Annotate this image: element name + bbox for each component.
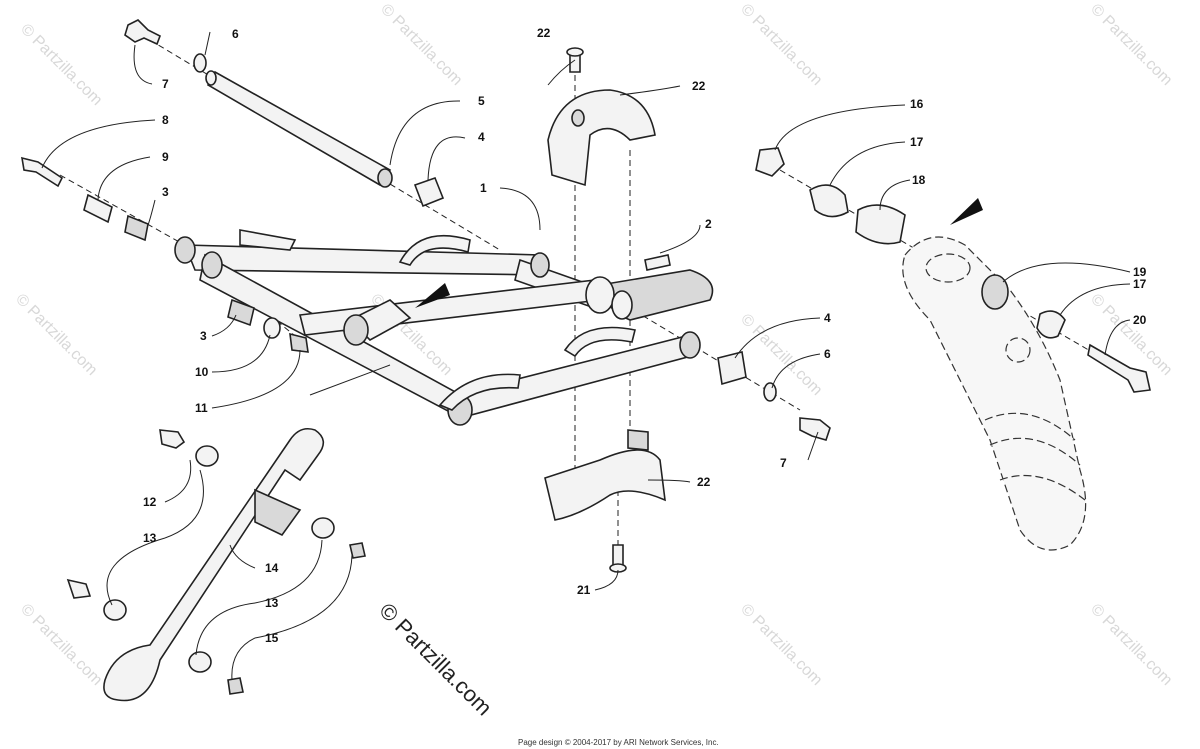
watermark-tile: © Partzilla.com [17,21,105,109]
callout-3: 3 [162,185,169,199]
callout-9: 9 [162,150,169,164]
watermark-tile: © Partzilla.com [17,601,105,689]
orientation-arrows [415,198,983,308]
callout-labels: 22 22 1 2 3 4 5 6 7 8 9 3 10 11 4 6 7 16… [143,26,1147,645]
watermark-tile: © Partzilla.com [737,601,825,689]
callout-2: 2 [705,217,712,231]
callout-3-lower: 3 [200,329,207,343]
callout-7-right: 7 [780,456,787,470]
callout-5: 5 [478,94,485,108]
partzilla-watermark: © Partzilla.com [374,598,497,721]
callout-18: 18 [912,173,926,187]
page-footer: Page design © 2004-2017 by ARI Network S… [518,738,719,747]
callout-12: 12 [143,495,157,509]
callout-7: 7 [162,77,169,91]
callout-4: 4 [478,130,485,144]
limiter-strap-hardware [66,427,366,702]
callout-6: 6 [232,27,239,41]
callout-15: 15 [265,631,279,645]
callout-17-right: 17 [1133,277,1147,291]
callout-11: 11 [195,401,208,415]
callout-6-right: 6 [824,347,831,361]
callout-21-lower: 21 [577,583,591,597]
callout-1: 1 [480,181,487,195]
watermark-tile: © Partzilla.com [12,291,100,379]
callout-22-lower: 22 [697,475,711,489]
callout-4-right: 4 [824,311,831,325]
watermark-tile: © Partzilla.com [377,1,465,89]
leader-lines [41,31,1131,681]
callout-21: 22 [537,26,551,40]
callout-17: 17 [910,135,924,149]
callout-8: 8 [162,113,169,127]
callout-13-lower: 13 [265,596,279,610]
callout-16: 16 [910,97,924,111]
watermark-tile: © Partzilla.com [1087,601,1175,689]
callout-14: 14 [265,561,279,575]
callout-19: 19 [1133,265,1147,279]
watermark-tile: © Partzilla.com [1087,291,1175,379]
callout-10: 10 [195,365,209,379]
shock-absorber-outline [902,236,1087,551]
arrow-icon [950,198,983,225]
upper-shaft-hardware [21,19,445,353]
right-side-hardware [644,147,1151,441]
watermark-tile: © Partzilla.com [737,1,825,89]
callout-20: 20 [1133,313,1147,327]
swing-arm-frame [174,229,714,426]
arrow-icon [415,283,450,308]
callout-22: 22 [692,79,706,93]
watermark-tile: © Partzilla.com [1087,1,1175,89]
callout-13: 13 [143,531,157,545]
